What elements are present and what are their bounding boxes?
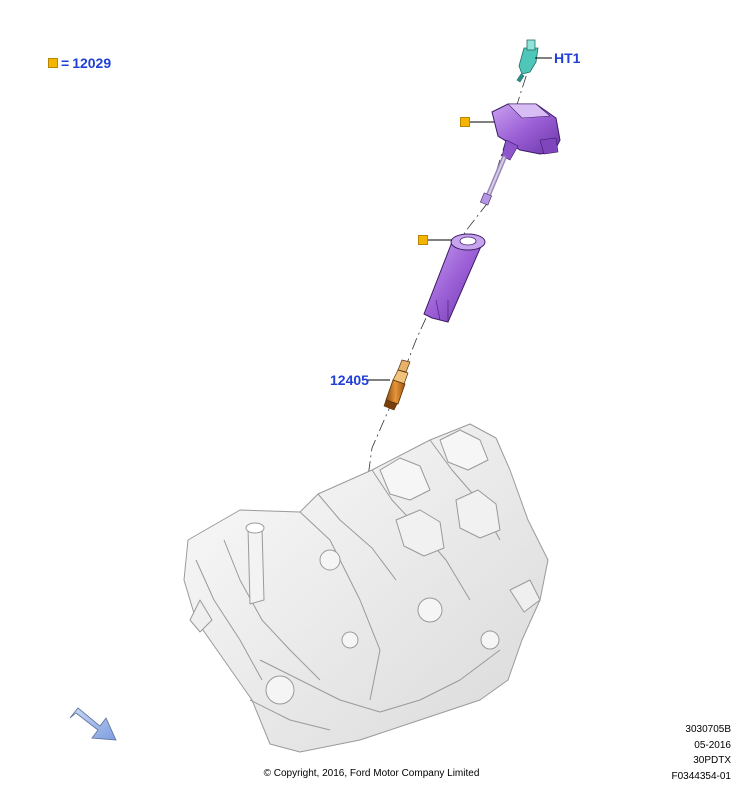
- legend-part-number: 12029: [72, 55, 112, 71]
- info-date: 05-2016: [694, 739, 731, 751]
- diagram-info-block: 3030705B 05-2016 30PDTX F0344354-01: [672, 722, 732, 784]
- copyright-text: © Copyright, 2016, Ford Motor Company Li…: [263, 768, 480, 779]
- square-marker-icon: [48, 58, 58, 68]
- spark-plug-part: [383, 359, 411, 411]
- ht1-connector-part: [516, 39, 539, 83]
- callout-ht1[interactable]: HT1: [554, 50, 581, 66]
- info-figure: F0344354-01: [671, 770, 732, 782]
- ignition-coil-head-part: [480, 103, 561, 206]
- engine-block-part: [183, 423, 549, 753]
- leader-lines: [368, 57, 552, 381]
- view-direction-arrow-icon: [69, 707, 117, 741]
- callout-spark-plug[interactable]: 12405: [330, 372, 369, 388]
- info-code: 3030705B: [685, 724, 731, 735]
- legend-equals: =: [61, 55, 70, 71]
- legend: = 12029: [48, 55, 111, 71]
- assembly-centerline: [349, 54, 534, 561]
- coil-head-marker-icon: [460, 117, 470, 127]
- coil-boot-marker-icon: [418, 235, 428, 245]
- coil-boot-part: [423, 233, 486, 323]
- info-model: 30PDTX: [693, 755, 731, 766]
